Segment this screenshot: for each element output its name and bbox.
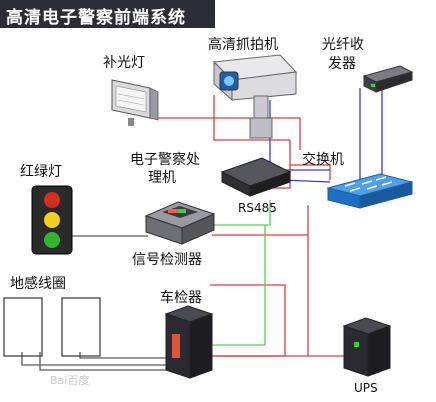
title-bar: 高清电子警察前端系统: [0, 0, 215, 28]
processor-label-line2: 理机: [148, 170, 176, 186]
processor-label-line1: 电子警察处: [130, 152, 200, 168]
power-line-switch: [290, 164, 331, 180]
connection-lines: [21, 88, 383, 371]
fiber-transceiver-label-line2: 发器: [328, 56, 356, 72]
loop-coils-label: 地感线圈: [10, 276, 66, 292]
rs485-label: RS485: [238, 201, 277, 215]
hd-camera-icon: [212, 54, 298, 139]
fill-light-label: 补光灯: [103, 55, 145, 71]
watermark: Bai百度: [50, 374, 90, 387]
fiber-transceiver-label-line1: 光纤收: [322, 37, 364, 53]
switch-label: 交换机: [302, 152, 344, 168]
diagram-title: 高清电子警察前端系统: [6, 8, 186, 28]
hd-camera-label: 高清抓拍机: [208, 37, 278, 53]
processor-icon: [220, 157, 292, 197]
signal-detector-icon: [144, 201, 216, 245]
ups-icon: [342, 317, 392, 377]
cable-coil-mid: [39, 352, 168, 371]
fill-light-icon: [111, 79, 159, 126]
traffic-light-label: 红绿灯: [20, 164, 62, 180]
rs485-line-detector: [212, 200, 271, 226]
vehicle-detector-icon: [164, 305, 214, 379]
cable-coil-right: [79, 352, 168, 359]
ups-label: UPS: [354, 381, 378, 395]
switch-icon: [326, 173, 414, 209]
signal-detector-label: 信号检测器: [132, 252, 202, 268]
traffic-light-icon: [31, 185, 73, 255]
fiber-transceiver-icon: [362, 65, 414, 93]
power-line-camera: [213, 95, 290, 141]
power-line-fill-light: [149, 92, 301, 150]
loop-coil-icon: [3, 297, 101, 357]
rs485-line-vehicle-detector: [210, 225, 266, 346]
vehicle-detector-label: 车检器: [160, 290, 202, 306]
